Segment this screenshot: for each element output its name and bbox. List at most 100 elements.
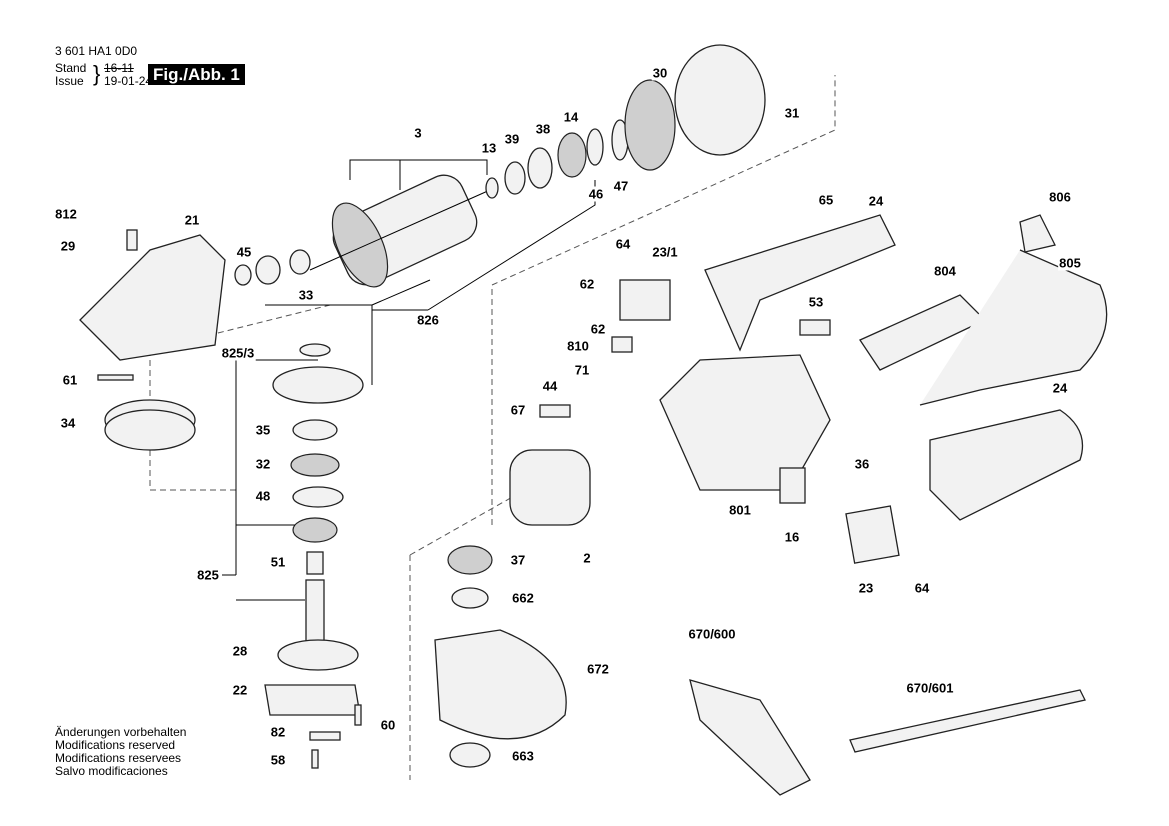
nut-663 (449, 742, 491, 768)
air-guide-31 (674, 44, 766, 156)
part-label: 670/601 (905, 680, 955, 696)
part-label: 51 (269, 554, 287, 570)
part-label: 30 (651, 65, 669, 81)
part-label: 61 (61, 372, 79, 388)
stand-label: Stand (55, 61, 87, 75)
brush-810 (611, 336, 633, 353)
motor-housing-801 (659, 354, 831, 491)
flange-825-3 (272, 366, 364, 404)
part-label: 36 (853, 456, 871, 472)
part-label: 663 (511, 748, 535, 764)
part-label: 45 (235, 244, 253, 260)
part-label: 3 (413, 125, 423, 141)
part-label: 662 (511, 590, 535, 606)
handle-24-top (704, 214, 896, 352)
part-label: 64 (913, 580, 931, 596)
old-date: 16-11 (104, 61, 134, 75)
part-label: 58 (269, 752, 287, 768)
issue-date: 19-01-24 (104, 74, 153, 88)
part-label: 44 (541, 378, 559, 394)
part-label: 801 (728, 502, 752, 518)
part-label: 29 (59, 238, 77, 254)
part-label: 2 (582, 550, 592, 566)
fan-30 (624, 79, 676, 171)
footer-notes: Änderungen vorbehalten Modifications res… (55, 726, 186, 778)
note-line: Modifications reservees (55, 751, 182, 765)
part-label: 65 (817, 192, 835, 208)
bearing-13 (485, 177, 499, 199)
part-label: 14 (562, 109, 580, 125)
brace: } (93, 61, 101, 86)
part-label: 82 (269, 724, 287, 740)
brush-holder-16 (779, 467, 806, 504)
note-line: Änderungen vorbehalten (55, 725, 187, 739)
cover-23-1 (619, 279, 671, 321)
part-label: 32 (254, 456, 272, 472)
part-label: 39 (503, 131, 521, 147)
bearing-flange-22 (264, 684, 361, 716)
part-label: 812 (54, 206, 78, 222)
part-label: 826 (416, 312, 440, 328)
part-label: 53 (807, 294, 825, 310)
part-label: 64 (614, 236, 632, 252)
lock-82 (309, 731, 341, 741)
bearing-825 (292, 517, 338, 543)
part-label: 672 (586, 661, 610, 677)
bearing-32 (290, 453, 340, 477)
part-label: 48 (254, 488, 272, 504)
part-label: 825 (196, 567, 220, 583)
part-label: 23/1 (651, 244, 679, 260)
needle-bearing-51 (306, 551, 324, 575)
part-label: 62 (589, 321, 607, 337)
part-label: 825/3 (220, 345, 256, 361)
part-label: 23 (857, 580, 875, 596)
part-number: 3 601 HA1 0D0 (55, 44, 138, 58)
note-line: Modifications reserved (55, 738, 176, 752)
part-label: 22 (231, 682, 249, 698)
screw-58 (311, 749, 319, 769)
part-label: 34 (59, 415, 77, 431)
ring-39 (504, 161, 526, 195)
part-label: 16 (783, 529, 801, 545)
gear-33b (289, 249, 311, 275)
part-label: 21 (183, 212, 201, 228)
spindle (305, 579, 325, 646)
part-label: 38 (534, 121, 552, 137)
handle-24 (929, 409, 1084, 521)
spanner-670-601 (849, 689, 1086, 753)
screw-60 (354, 704, 362, 726)
issue-label: Issue (55, 74, 84, 88)
figure-label: Fig./Abb. 1 (148, 64, 245, 85)
note-line: Salvo modificaciones (55, 764, 168, 778)
part-label: 810 (566, 338, 590, 354)
screw-61 (97, 374, 134, 381)
part-label: 46 (587, 186, 605, 202)
assembly-guide (491, 75, 836, 525)
button-812 (126, 229, 138, 251)
brush-44 (539, 404, 571, 418)
aux-handle-670-600 (689, 679, 811, 796)
part-label: 804 (933, 263, 957, 279)
part-label: 47 (612, 178, 630, 194)
field-2 (509, 449, 591, 526)
part-label: 35 (254, 422, 272, 438)
gear-33 (255, 255, 281, 285)
part-label: 71 (573, 362, 591, 378)
part-label: 28 (231, 643, 249, 659)
cover-23 (845, 505, 900, 564)
armature (309, 174, 491, 288)
part-label: 670/600 (687, 626, 737, 642)
part-label: 60 (379, 717, 397, 733)
part-label: 37 (509, 552, 527, 568)
circlip-48 (292, 486, 344, 508)
part-label: 31 (783, 105, 801, 121)
gear-housing-21 (79, 234, 226, 361)
sleeve-38 (527, 147, 553, 189)
part-label: 67 (509, 402, 527, 418)
part-label: 805 (1058, 255, 1082, 271)
washer-46 (586, 128, 604, 166)
bearing-14 (557, 132, 587, 178)
o-ring-28 (277, 639, 359, 671)
